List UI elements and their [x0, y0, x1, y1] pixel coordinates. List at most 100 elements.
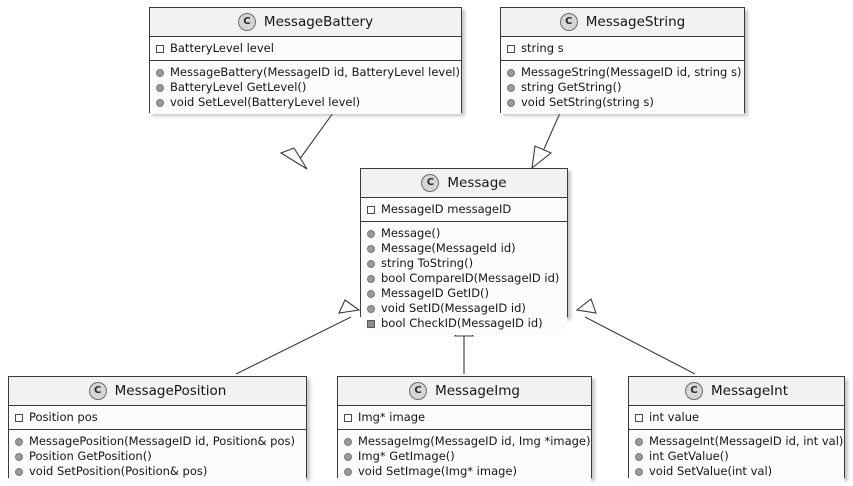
public-method-marker-icon [507, 83, 515, 92]
class-method-row: void SetImage(Img* image) [338, 464, 591, 479]
method-signature-label: void SetValue(int val) [649, 464, 773, 478]
class-method-row: MessageString(MessageID id, string s) [501, 65, 744, 80]
class-method-row: bool CheckID(MessageID id) [361, 316, 567, 331]
public-method-marker-icon [367, 259, 375, 268]
class-stereotype-icon: C [559, 13, 578, 31]
edge-int-to-message [584, 316, 696, 375]
public-method-marker-icon [344, 467, 352, 476]
generalization-arrowhead-position [338, 299, 361, 314]
class-box-message[interactable]: C Message MessageID messageID Message()M… [360, 168, 568, 335]
class-field-row: string s [501, 41, 744, 56]
class-method-row: MessageImg(MessageID id, Img *image) [338, 434, 591, 449]
edge-battery-to-message [298, 112, 334, 161]
method-signature-label: void SetString(string s) [521, 95, 654, 109]
private-field-marker-icon [344, 413, 352, 422]
class-box-message-position[interactable]: C MessagePosition Position pos MessagePo… [8, 376, 307, 483]
private-field-marker-icon [15, 413, 23, 422]
class-method-row: MessageInt(MessageID id, int val) [629, 434, 844, 449]
class-method-row: MessageBattery(MessageID id, BatteryLeve… [150, 65, 461, 80]
method-signature-label: bool CheckID(MessageID id) [381, 316, 543, 330]
public-method-marker-icon [344, 437, 352, 446]
public-method-marker-icon [15, 467, 23, 476]
field-signature-label: string s [521, 41, 564, 55]
method-signature-label: bool CompareID(MessageID id) [381, 271, 560, 285]
class-header: C Message [361, 169, 567, 198]
class-header: C MessageString [501, 8, 744, 37]
class-field-row: int value [629, 410, 844, 425]
class-method-row: void SetLevel(BatteryLevel level) [150, 95, 461, 110]
class-fields-section: string s [501, 37, 744, 61]
protected-method-marker-icon [367, 319, 375, 328]
public-method-marker-icon [156, 68, 164, 77]
class-fields-section: Img* image [338, 406, 591, 430]
class-box-message-battery[interactable]: C MessageBattery BatteryLevel level Mess… [149, 7, 462, 114]
class-method-row: Message() [361, 226, 567, 241]
method-signature-label: Message(MessageId id) [381, 241, 516, 255]
class-stereotype-icon: C [237, 13, 256, 31]
class-method-row: bool CompareID(MessageID id) [361, 271, 567, 286]
class-name-label: MessagePosition [114, 383, 227, 399]
private-field-marker-icon [507, 44, 515, 53]
public-method-marker-icon [367, 274, 375, 283]
public-method-marker-icon [507, 98, 515, 107]
public-method-marker-icon [15, 452, 23, 461]
method-signature-label: MessageID GetID() [381, 286, 490, 300]
method-signature-label: void SetImage(Img* image) [358, 464, 517, 478]
class-name-label: MessageBattery [263, 14, 374, 30]
class-methods-section: MessageImg(MessageID id, Img *image)Img*… [338, 430, 591, 483]
class-field-row: BatteryLevel level [150, 41, 461, 56]
method-signature-label: MessageImg(MessageID id, Img *image) [358, 434, 591, 448]
class-field-row: MessageID messageID [361, 202, 567, 217]
public-method-marker-icon [507, 68, 515, 77]
class-name-label: MessageImg [435, 383, 520, 399]
private-field-marker-icon [367, 205, 375, 214]
public-method-marker-icon [635, 437, 643, 446]
public-method-marker-icon [367, 304, 375, 313]
class-header: C MessageBattery [150, 8, 461, 37]
class-fields-section: BatteryLevel level [150, 37, 461, 61]
class-method-row: void SetID(MessageID id) [361, 301, 567, 316]
edge-position-to-message [235, 316, 352, 375]
class-name-label: MessageString [585, 14, 686, 30]
class-stereotype-icon: C [409, 382, 428, 400]
method-signature-label: MessageString(MessageID id, string s) [521, 65, 742, 79]
method-signature-label: string GetString() [521, 80, 622, 94]
class-header: C MessagePosition [9, 377, 306, 406]
method-signature-label: MessageBattery(MessageID id, BatteryLeve… [170, 65, 460, 79]
class-box-message-int[interactable]: C MessageInt int value MessageInt(Messag… [628, 376, 845, 483]
private-field-marker-icon [156, 44, 164, 53]
class-fields-section: MessageID messageID [361, 198, 567, 222]
method-signature-label: Img* GetImage() [358, 449, 455, 463]
field-signature-label: Position pos [29, 410, 98, 424]
method-signature-label: void SetPosition(Position& pos) [29, 464, 208, 478]
field-signature-label: BatteryLevel level [170, 41, 274, 55]
class-method-row: int GetValue() [629, 449, 844, 464]
method-signature-label: void SetID(MessageID id) [381, 301, 526, 315]
method-signature-label: Message() [381, 226, 441, 240]
public-method-marker-icon [15, 437, 23, 446]
field-signature-label: MessageID messageID [381, 202, 512, 216]
class-name-label: MessageInt [711, 383, 788, 399]
method-signature-label: Position GetPosition() [29, 449, 152, 463]
method-signature-label: MessageInt(MessageID id, int val) [649, 434, 844, 448]
field-signature-label: Img* image [358, 410, 426, 424]
method-signature-label: string ToString() [381, 256, 474, 270]
public-method-marker-icon [635, 467, 643, 476]
class-field-row: Img* image [338, 410, 591, 425]
class-stereotype-icon: C [88, 382, 107, 400]
class-methods-section: MessagePosition(MessageID id, Position& … [9, 430, 306, 483]
field-signature-label: int value [649, 410, 700, 424]
class-method-row: void SetString(string s) [501, 95, 744, 110]
class-method-row: string ToString() [361, 256, 567, 271]
public-method-marker-icon [156, 83, 164, 92]
private-field-marker-icon [635, 413, 643, 422]
class-method-row: MessageID GetID() [361, 286, 567, 301]
class-box-message-img[interactable]: C MessageImg Img* image MessageImg(Messa… [337, 376, 592, 483]
method-signature-label: MessagePosition(MessageID id, Position& … [29, 434, 295, 448]
class-method-row: Img* GetImage() [338, 449, 591, 464]
class-box-message-string[interactable]: C MessageString string s MessageString(M… [500, 7, 745, 114]
class-method-row: MessagePosition(MessageID id, Position& … [9, 434, 306, 449]
public-method-marker-icon [344, 452, 352, 461]
class-methods-section: MessageString(MessageID id, string s)str… [501, 61, 744, 114]
